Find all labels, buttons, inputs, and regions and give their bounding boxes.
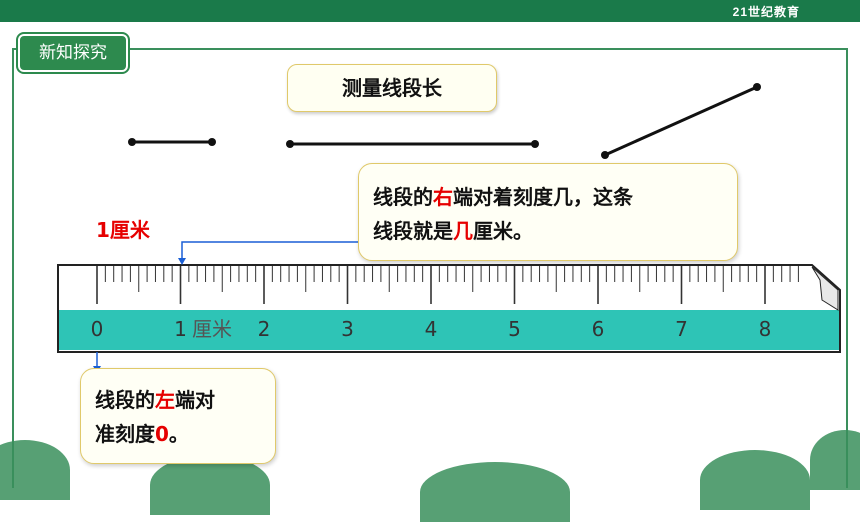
callout-text: 厘米。 — [473, 219, 533, 243]
callout-text: 准刻度 — [95, 422, 155, 446]
ruler-unit-label: 厘米 — [192, 317, 232, 341]
ruler-number: 1 — [174, 317, 187, 341]
ruler-number: 2 — [258, 317, 271, 341]
content-frame — [12, 48, 848, 488]
callout-left-end: 线段的左端对 准刻度0。 — [80, 368, 276, 464]
callout-text: 端对 — [175, 388, 215, 412]
ruler-number: 0 — [91, 317, 104, 341]
callout-text: 线段的 — [373, 185, 433, 209]
one-centimeter-label: 1厘米 — [96, 218, 150, 242]
highlight-text: 几 — [453, 219, 473, 243]
callout-text: 。 — [168, 422, 189, 446]
ruler-number: 3 — [341, 317, 354, 341]
highlight-text: 右 — [433, 185, 453, 209]
section-tag[interactable]: 新知探究 — [18, 34, 128, 72]
segment-slanted — [601, 83, 761, 159]
ruler-number: 6 — [592, 317, 605, 341]
ruler-number: 5 — [508, 317, 521, 341]
callout-right-end: 线段的右端对着刻度几，这条 线段就是几厘米。 — [358, 163, 738, 261]
ruler-illustration: 0 1 2 3 4 5 6 7 8 厘米 — [57, 83, 841, 373]
pointer-line-right — [181, 241, 358, 262]
segment-long — [286, 140, 539, 148]
top-banner: 21世纪教育 — [0, 0, 860, 22]
ruler-number: 7 — [675, 317, 688, 341]
brand-logo: 21世纪教育 — [732, 5, 800, 19]
highlight-text: 左 — [155, 388, 175, 412]
page-title: 测量线段长 — [287, 64, 497, 112]
ruler-number: 8 — [759, 317, 772, 341]
segment-short — [128, 138, 216, 146]
highlight-text: 0 — [155, 422, 169, 446]
ruler-band — [59, 310, 839, 350]
callout-text: 线段的 — [95, 388, 155, 412]
ruler-numbers: 0 1 2 3 4 5 6 7 8 — [91, 317, 772, 341]
leaf-decoration — [810, 430, 860, 490]
callout-text: 端对着刻度几，这条 — [453, 185, 633, 209]
callout-text: 线段就是 — [373, 219, 453, 243]
ruler-number: 4 — [425, 317, 438, 341]
ruler-ticks — [96, 266, 799, 304]
